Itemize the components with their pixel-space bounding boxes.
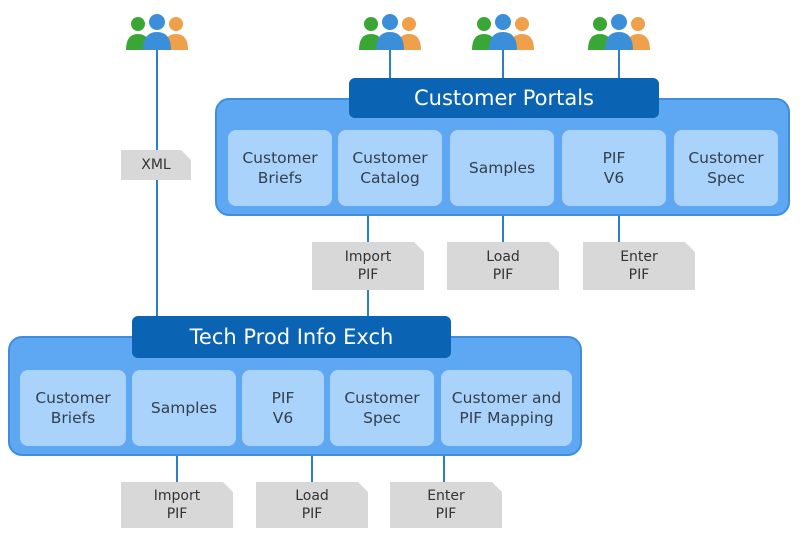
tech-module-customer-briefs: Customer Briefs	[20, 370, 126, 446]
customer-portals-title: Customer Portals	[349, 78, 659, 118]
tech-doc-load-pif: Load PIF	[256, 482, 368, 528]
portal-doc-enter-pif: Enter PIF	[583, 242, 695, 290]
tech-module-pif-v6: PIF V6	[242, 370, 324, 446]
connector-line	[502, 212, 504, 247]
connector-line	[443, 455, 445, 487]
people-group-icon	[588, 14, 650, 50]
tech-module-samples: Samples	[132, 370, 236, 446]
tech-doc-enter-pif: Enter PIF	[390, 482, 502, 528]
connector-line	[618, 50, 620, 80]
connector-line	[502, 50, 504, 80]
portal-module-customer-briefs: Customer Briefs	[228, 130, 332, 206]
connector-line	[389, 50, 391, 80]
portal-doc-import-pif: Import PIF	[312, 242, 424, 290]
connector-line	[176, 455, 178, 487]
tech-prod-info-exch-title: Tech Prod Info Exch	[132, 316, 451, 358]
tech-doc-import-pif: Import PIF	[121, 482, 233, 528]
portal-doc-load-pif: Load PIF	[447, 242, 559, 290]
tech-module-customer-pif-mapping: Customer and PIF Mapping	[441, 370, 572, 446]
portal-module-pif-v6: PIF V6	[562, 130, 666, 206]
connector-line	[156, 50, 158, 320]
portal-module-customer-spec: Customer Spec	[674, 130, 778, 206]
tech-module-customer-spec: Customer Spec	[330, 370, 434, 446]
connector-line	[311, 455, 313, 487]
people-group-icon	[126, 14, 188, 50]
portal-module-customer-catalog: Customer Catalog	[338, 130, 442, 206]
people-group-icon	[472, 14, 534, 50]
xml-document: XML	[121, 150, 191, 180]
people-group-icon	[359, 14, 421, 50]
connector-line	[618, 212, 620, 247]
portal-module-samples: Samples	[450, 130, 554, 206]
